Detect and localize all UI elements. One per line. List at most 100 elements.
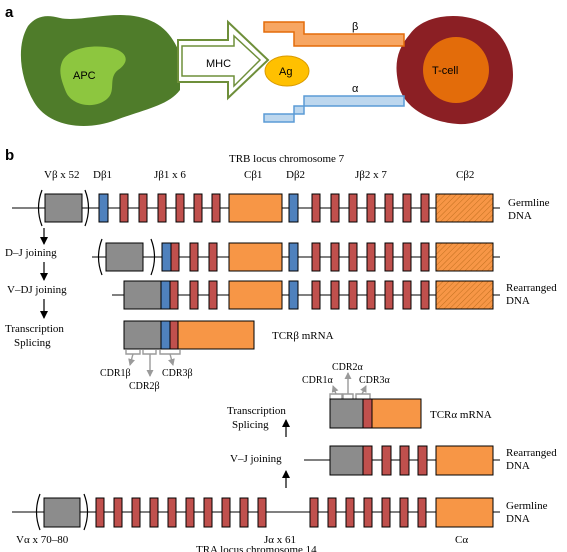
cdr2a-bracket [342, 393, 354, 399]
splicing-beta-label: Splicing [14, 337, 51, 349]
tcell-label: T-cell [432, 65, 458, 77]
j-segment [119, 193, 129, 223]
v-segment [329, 398, 364, 429]
germline-dna-label-2: DNA [508, 210, 532, 222]
j-segment [208, 280, 218, 310]
j-segment [366, 242, 376, 272]
beta-chain-label: β [352, 21, 358, 33]
dj-joining-label: D–J joining [5, 247, 57, 259]
antigen [264, 55, 310, 87]
v-segment [44, 193, 83, 223]
d-segment [288, 280, 299, 310]
j-segment [169, 280, 179, 310]
vdj-joining-label: V–DJ joining [7, 284, 67, 296]
j-segment [208, 242, 218, 272]
germline-dna-label-1: Germline [508, 197, 550, 209]
jbeta2-label: Jβ2 x 7 [355, 169, 387, 181]
jbeta1-label: Jβ1 x 6 [154, 169, 186, 181]
j-segment [311, 242, 321, 272]
cdr3b-label: CDR3β [162, 368, 193, 379]
j-segment [309, 497, 319, 528]
cdr1a-bracket [329, 393, 343, 399]
cdr3b-bracket [159, 350, 181, 355]
c-segment-hatched [435, 242, 494, 272]
apc-label: APC [73, 70, 96, 82]
cdr1b-bracket [125, 350, 141, 355]
c-segment-hatched [435, 280, 494, 310]
germline-dna-alpha-label-1: Germline [506, 500, 548, 512]
c-segment [228, 193, 283, 223]
j-segment [420, 280, 430, 310]
d-segment [161, 242, 172, 272]
v-segment [123, 320, 162, 350]
j-segment [185, 497, 195, 528]
d-segment [288, 193, 299, 223]
tra-germline-row [12, 493, 500, 531]
j-segment [113, 497, 123, 528]
j-segment [384, 242, 394, 272]
j-segment [170, 242, 180, 272]
splicing-alpha-label: Splicing [232, 419, 269, 431]
j-segment [417, 445, 428, 476]
j-segment [420, 242, 430, 272]
j-segment [138, 193, 148, 223]
tcrb-mrna [123, 320, 255, 350]
j-segment [366, 280, 376, 310]
j-segment [330, 280, 340, 310]
j-segment [149, 497, 159, 528]
j-segment [420, 193, 430, 223]
j-segment [384, 193, 394, 223]
j-segment [203, 497, 213, 528]
j-segment [345, 497, 355, 528]
trb-locus-title: TRB locus chromosome 7 [229, 153, 345, 165]
j-segment [257, 497, 267, 528]
j-segment [221, 497, 231, 528]
j-segment [362, 445, 373, 476]
j-segment [366, 193, 376, 223]
j-segment [362, 398, 373, 429]
tcr-alpha-chain [263, 95, 405, 123]
mhc-label: MHC [206, 58, 231, 70]
j-segment [193, 193, 203, 223]
transcription-beta-label: Transcription [5, 323, 64, 335]
panel-a-label: a [5, 4, 14, 21]
transcription-alpha-label: Transcription [227, 405, 286, 417]
j-segment [175, 193, 185, 223]
tcra-mrna [329, 398, 422, 429]
apc-inner-region [60, 46, 126, 106]
j-segment [311, 193, 321, 223]
mhc-molecule-inner [181, 34, 262, 88]
rearranged-dna-beta-label-2: DNA [506, 295, 530, 307]
c-segment [371, 398, 422, 429]
vbeta-label: Vβ x 52 [44, 169, 80, 181]
tcrb-mrna-label: TCRβ mRNA [272, 330, 334, 342]
j-segment [330, 242, 340, 272]
c-segment-hatched [435, 193, 494, 223]
j-segment [167, 497, 177, 528]
d-segment [160, 320, 171, 350]
j-segment [402, 242, 412, 272]
cdr3a-label: CDR3α [359, 375, 391, 386]
germline-dna-alpha-label-2: DNA [506, 513, 530, 525]
alpha-chain-label: α [352, 83, 359, 95]
j-segment [157, 193, 167, 223]
cbeta1-label: Cβ1 [244, 169, 262, 181]
panel-b-label: b [5, 147, 14, 164]
d-segment [288, 242, 299, 272]
j-segment [327, 497, 337, 528]
tcra-mrna-label: TCRα mRNA [430, 409, 492, 421]
j-segment [399, 497, 409, 528]
c-segment [435, 445, 494, 476]
j-segment [189, 242, 199, 272]
j-segment [402, 280, 412, 310]
tra-locus-title: TRA locus chromosome 14 [196, 544, 317, 552]
trb-dj-joined-row [92, 238, 500, 276]
trb-germline-row [12, 189, 500, 227]
trb-vdj-rearranged-row [112, 280, 500, 310]
j-segment [95, 497, 105, 528]
cdr3a-bracket [355, 393, 371, 399]
j-segment [363, 497, 373, 528]
j-segment [189, 280, 199, 310]
tcell-nucleus [423, 37, 489, 103]
